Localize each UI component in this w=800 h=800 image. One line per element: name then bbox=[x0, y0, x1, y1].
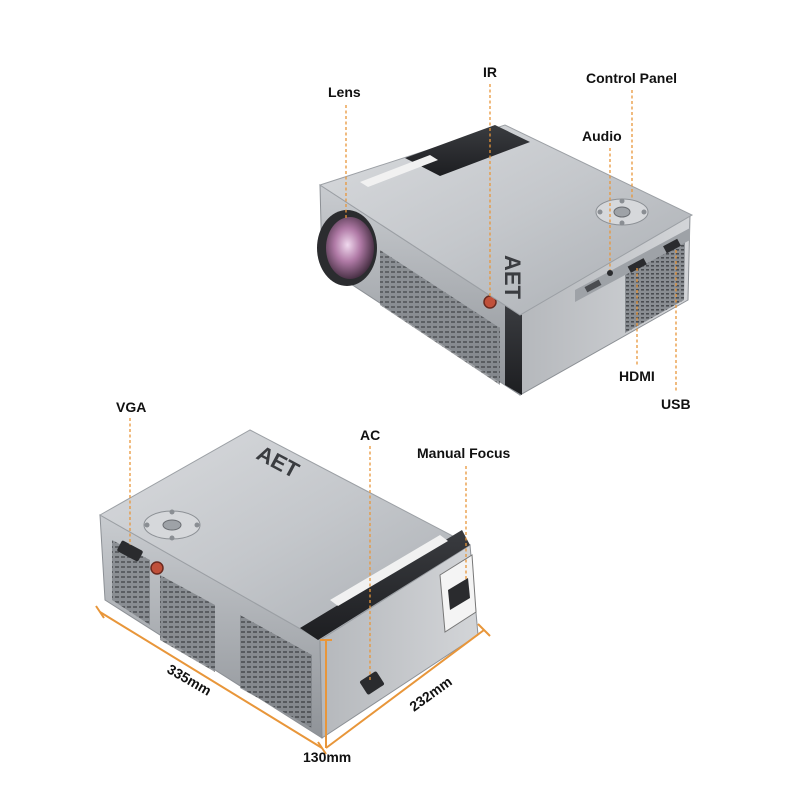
bottom-control-panel-left bbox=[144, 522, 150, 528]
length-line bbox=[99, 611, 323, 749]
bottom-projector-back-vent-left bbox=[112, 540, 150, 625]
bottom-projector: AET bbox=[98, 429, 479, 739]
bottom-control-panel bbox=[143, 509, 201, 541]
ac-port bbox=[360, 671, 384, 695]
bottom-control-panel-center bbox=[162, 519, 182, 531]
bottom-control-panel-up bbox=[169, 509, 175, 515]
bottom-control-panel-down bbox=[169, 535, 175, 541]
bottom-projector-focus-slot bbox=[448, 578, 470, 610]
control-panel-right-button bbox=[641, 209, 647, 215]
label-hdmi: HDMI bbox=[619, 368, 655, 384]
label-vga: VGA bbox=[116, 399, 146, 415]
vga-port bbox=[117, 540, 143, 562]
width-line bbox=[325, 629, 485, 749]
top-projector-label-strip bbox=[360, 155, 438, 187]
label-usb: USB bbox=[661, 396, 691, 412]
width-tick-end bbox=[477, 623, 491, 637]
bottom-projector-dark-band bbox=[300, 530, 470, 640]
audio-port bbox=[607, 270, 613, 276]
bottom-ir-sensor bbox=[150, 561, 164, 575]
label-ac: AC bbox=[360, 427, 380, 443]
top-projector: AET bbox=[317, 124, 694, 396]
top-projector-dark-trim bbox=[505, 305, 522, 395]
label-control-panel: Control Panel bbox=[586, 70, 677, 86]
control-panel bbox=[595, 198, 649, 226]
top-projector-back-ridge bbox=[405, 125, 530, 176]
label-lens: Lens bbox=[328, 84, 361, 100]
length-tick-end bbox=[317, 741, 327, 755]
control-panel-down-button bbox=[619, 220, 625, 226]
bottom-control-panel-right bbox=[194, 522, 200, 528]
bottom-projector-label-strip bbox=[330, 535, 448, 606]
top-projector-brand: AET bbox=[500, 255, 525, 300]
label-audio: Audio bbox=[582, 128, 622, 144]
control-panel-left-button bbox=[597, 209, 603, 215]
top-projector-front-vent bbox=[380, 250, 500, 385]
control-panel-center-button bbox=[613, 206, 631, 218]
top-projector-side-vent bbox=[625, 242, 685, 333]
label-ir: IR bbox=[483, 64, 497, 80]
control-panel-up-button bbox=[619, 198, 625, 204]
label-manual-focus: Manual Focus bbox=[417, 445, 511, 461]
label-height: 130mm bbox=[303, 749, 351, 765]
dimension-height: 130mm bbox=[303, 639, 351, 765]
bottom-projector-back-vent-right bbox=[240, 615, 312, 728]
length-tick-start bbox=[95, 605, 105, 619]
label-width: 232mm bbox=[406, 673, 454, 714]
side-port-slot bbox=[584, 279, 602, 293]
bottom-projector-back-vent-fan bbox=[160, 575, 215, 672]
usb-port bbox=[663, 238, 681, 254]
lens-glass bbox=[326, 217, 374, 279]
hdmi-port bbox=[627, 258, 647, 273]
